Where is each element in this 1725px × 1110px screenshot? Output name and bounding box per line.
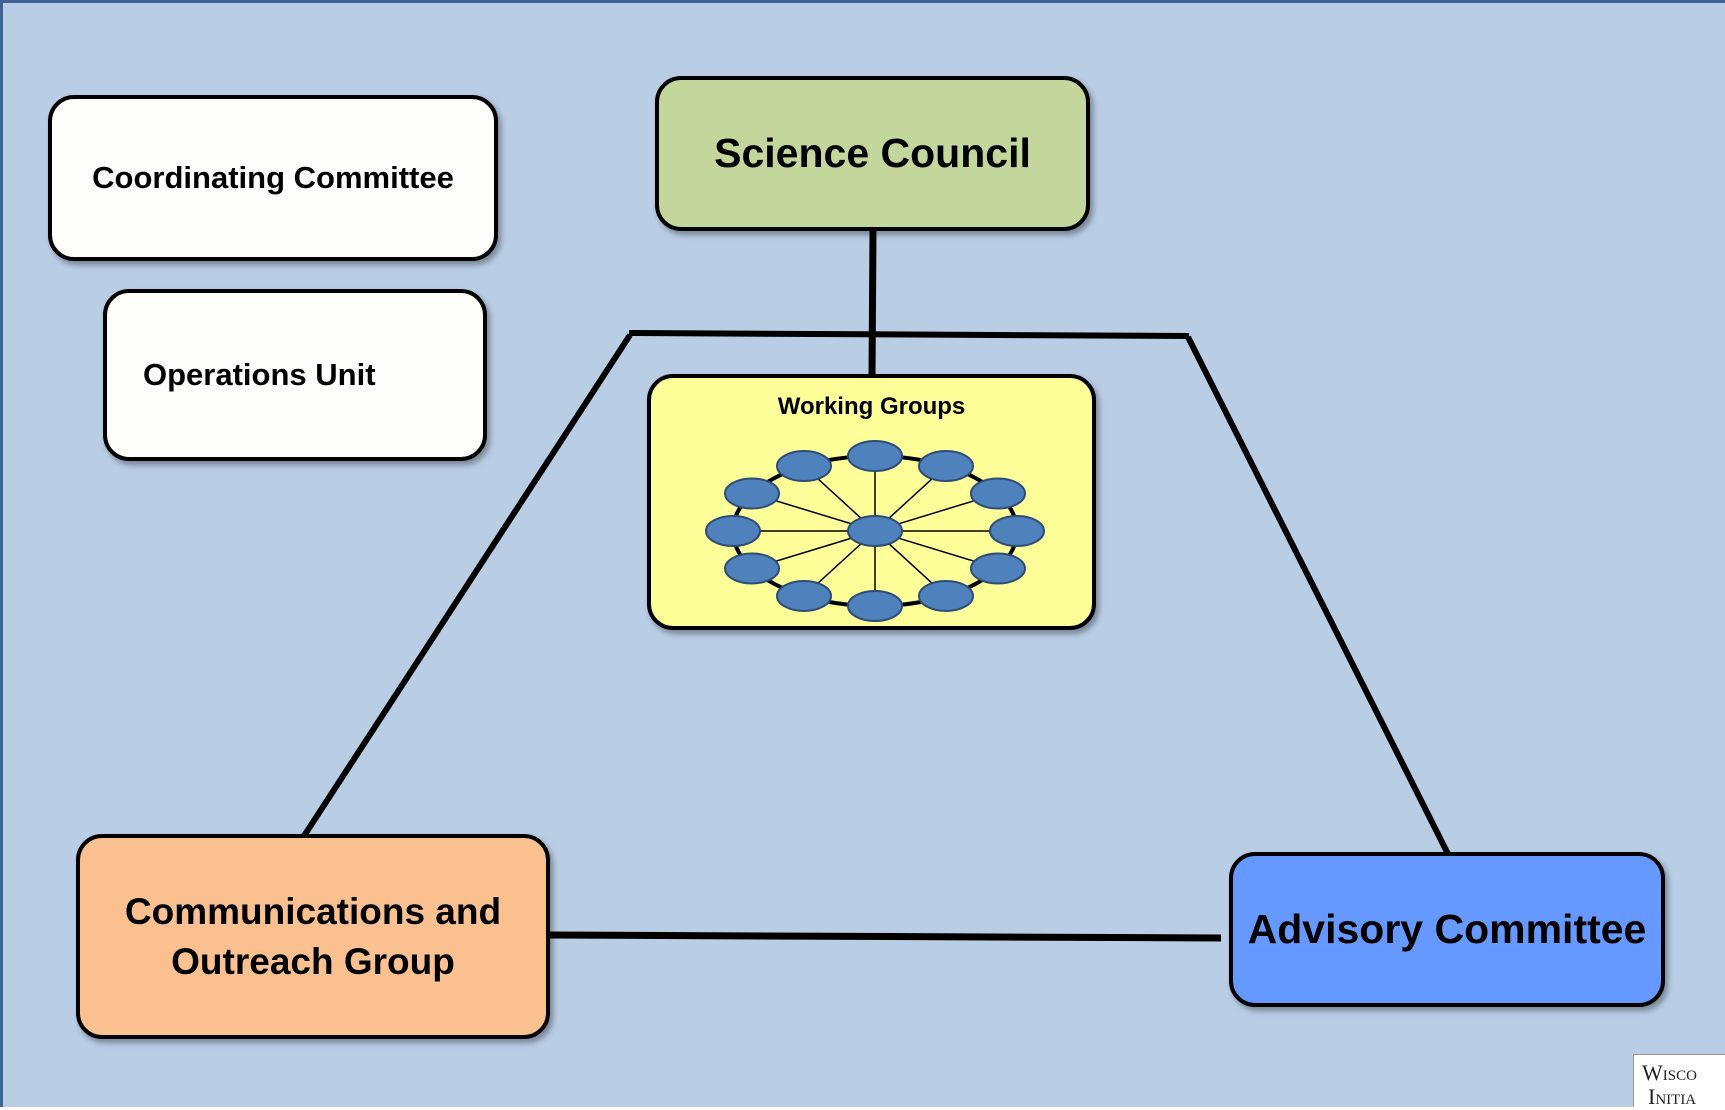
left-diagonal-line [299,333,633,841]
communications-outreach-label-line1: Communications and [124,890,502,932]
working-group-hub-node [847,515,903,547]
right-diagonal-line [1185,335,1451,856]
operations-unit-label: Operations Unit [143,357,376,392]
working-group-node-9 [724,552,781,585]
working-group-node-2 [918,450,974,483]
working-groups-network [705,440,1045,622]
working-group-node-5 [969,552,1026,585]
science-council-label: Science Council [714,130,1031,176]
working-group-node-1 [847,440,903,472]
coordinating-committee-label: Coordinating Committee [92,160,454,195]
communications-outreach-box[interactable]: Communications and Outreach Group [76,834,550,1039]
working-group-node-10 [705,515,761,547]
science-council-to-working-groups-line [868,230,877,376]
working-groups-box[interactable]: Working Groups [647,374,1096,630]
working-group-node-3 [969,477,1026,510]
coordinating-committee-box[interactable]: Coordinating Committee [48,95,498,261]
working-group-node-4 [989,515,1045,547]
working-group-node-7 [847,590,903,622]
working-group-node-8 [776,579,832,612]
working-group-node-12 [776,450,832,483]
working-group-node-11 [724,477,781,510]
advisory-committee-box[interactable]: Advisory Committee [1229,852,1665,1007]
working-group-node-6 [918,579,974,612]
branding-logo: Wisco Initia [1633,1054,1725,1107]
branding-line2: Initia [1648,1084,1697,1108]
connector-lines [299,230,1451,942]
branding-line1: Wisco [1642,1060,1697,1085]
working-groups-label: Working Groups [777,393,966,420]
bottom-connector-line [549,931,1222,942]
science-council-box[interactable]: Science Council [655,76,1090,231]
communications-outreach-label-line2: Outreach Group [171,940,455,982]
top-bar-line [628,330,1190,339]
operations-unit-box[interactable]: Operations Unit [103,289,487,461]
advisory-committee-label: Advisory Committee [1247,906,1647,952]
